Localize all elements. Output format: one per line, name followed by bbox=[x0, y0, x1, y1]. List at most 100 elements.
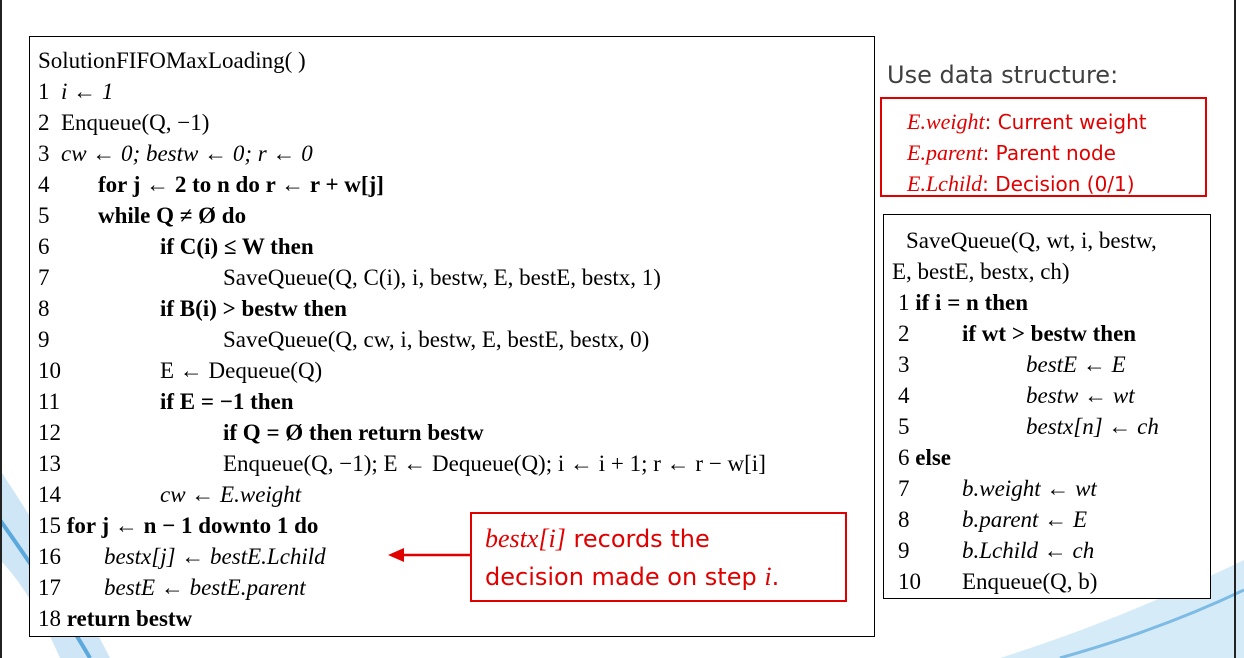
line-number: 5 bbox=[898, 414, 910, 439]
line-code: SaveQueue(Q, C(i), i, bestw, E, bestE, b… bbox=[223, 265, 661, 290]
algo-line-9: 9 SaveQueue(Q, cw, i, bestw, E, bestE, b… bbox=[38, 326, 649, 354]
algo-line-3: 3 cw ← 0; bestw ← 0; r ← 0 bbox=[38, 140, 313, 168]
algo-line-4: 4 for j ← 2 to n do r ← r + w[j] bbox=[38, 171, 384, 199]
line-code: return bestw bbox=[66, 606, 193, 631]
ds-field: E.weight bbox=[907, 109, 985, 134]
line-number: 3 bbox=[898, 352, 910, 377]
savequeue-header-1: SaveQueue(Q, wt, i, bestw, bbox=[906, 228, 1157, 253]
line-code: i ← 1 bbox=[61, 79, 114, 104]
callout-end: . bbox=[771, 563, 780, 591]
line-number: 5 bbox=[38, 203, 50, 228]
slide-left-edge bbox=[0, 0, 2, 658]
sq-line-6: 6 else bbox=[898, 444, 951, 472]
algo-line-18: 18 return bestw bbox=[38, 605, 192, 633]
algo-line-15: 15 for j ← n − 1 downto 1 do bbox=[38, 512, 318, 540]
line-code: Enqueue(Q, b) bbox=[962, 569, 1098, 594]
line-code: bestx[n] ← ch bbox=[1026, 414, 1159, 439]
slide-right-edge bbox=[1234, 0, 1236, 658]
line-number: 6 bbox=[38, 234, 50, 259]
callout-math: bestx[i] bbox=[485, 524, 566, 553]
line-number: 7 bbox=[898, 476, 910, 501]
line-code: if Q = Ø then return bestw bbox=[223, 420, 484, 445]
line-number: 16 bbox=[38, 544, 61, 569]
sq-line-10: 10 Enqueue(Q, b) bbox=[898, 568, 1097, 596]
line-code: b.parent ← E bbox=[962, 507, 1087, 532]
line-code: bestx[j] ← bestE.Lchild bbox=[104, 544, 326, 569]
line-code: SaveQueue(Q, cw, i, bestw, E, bestE, bes… bbox=[223, 327, 650, 352]
algo-line-13: 13 Enqueue(Q, −1); E ← Dequeue(Q); i ← i… bbox=[38, 450, 766, 478]
line-code: Enqueue(Q, −1) bbox=[61, 110, 210, 135]
line-code: if wt > bestw then bbox=[962, 321, 1137, 346]
ds-field: E.Lchild bbox=[907, 171, 983, 196]
line-number: 10 bbox=[38, 358, 61, 383]
line-number: 7 bbox=[38, 265, 50, 290]
algo-line-16: 16 bestx[j] ← bestE.Lchild bbox=[38, 543, 326, 571]
callout-text: decision made on step bbox=[485, 563, 765, 591]
sq-line-3: 3 bestE ← E bbox=[898, 351, 1126, 379]
line-number: 1 bbox=[898, 290, 910, 315]
line-number: 14 bbox=[38, 482, 61, 507]
line-number: 2 bbox=[38, 110, 50, 135]
ds-item-weight: E.weight: Current weight bbox=[907, 108, 1147, 136]
sq-line-1: 1 if i = n then bbox=[898, 289, 1028, 317]
line-number: 10 bbox=[898, 569, 921, 594]
line-code: if B(i) > bestw then bbox=[160, 296, 347, 321]
callout-line-2: decision made on step i. bbox=[485, 562, 779, 592]
line-number: 8 bbox=[898, 507, 910, 532]
sq-line-2: 2 if wt > bestw then bbox=[898, 320, 1136, 348]
line-code: for j ← n − 1 downto 1 do bbox=[66, 513, 319, 538]
line-code: b.Lchild ← ch bbox=[962, 538, 1095, 563]
line-number: 9 bbox=[38, 327, 50, 352]
line-code: bestw ← wt bbox=[1026, 383, 1135, 408]
line-code: cw ← E.weight bbox=[160, 482, 302, 507]
ds-desc: : Current weight bbox=[984, 110, 1147, 134]
savequeue-header-2: E, bestE, bestx, ch) bbox=[892, 259, 1070, 284]
data-structure-box: E.weight: Current weight E.parent: Paren… bbox=[880, 97, 1207, 197]
line-number: 17 bbox=[38, 575, 61, 600]
callout-arrow bbox=[388, 548, 472, 562]
line-number: 1 bbox=[38, 79, 50, 104]
sq-line-7: 7 b.weight ← wt bbox=[898, 475, 1097, 503]
line-code: if i = n then bbox=[915, 290, 1029, 315]
sq-line-9: 9 b.Lchild ← ch bbox=[898, 537, 1094, 565]
algo-line-11: 11 if E = −1 then bbox=[38, 388, 294, 416]
sq-line-5: 5 bestx[n] ← ch bbox=[898, 413, 1159, 441]
ds-desc: : Parent node bbox=[982, 141, 1116, 165]
line-code: cw ← 0; bestw ← 0; r ← 0 bbox=[61, 141, 313, 166]
algo-line-14: 14 cw ← E.weight bbox=[38, 481, 301, 509]
line-code: if C(i) ≤ W then bbox=[160, 234, 314, 259]
algo-line-8: 8 if B(i) > bestw then bbox=[38, 295, 347, 323]
ds-desc: : Decision (0/1) bbox=[982, 172, 1135, 196]
ds-field: E.parent bbox=[907, 140, 983, 165]
line-code: bestE ← bestE.parent bbox=[104, 575, 306, 600]
line-code: E ← Dequeue(Q) bbox=[160, 358, 323, 383]
line-number: 8 bbox=[38, 296, 50, 321]
line-number: 11 bbox=[38, 389, 61, 414]
line-code: else bbox=[915, 445, 952, 470]
line-number: 15 bbox=[38, 513, 61, 538]
line-code: b.weight ← wt bbox=[962, 476, 1097, 501]
algo-line-12: 12 if Q = Ø then return bestw bbox=[38, 419, 484, 447]
line-code: if E = −1 then bbox=[160, 389, 294, 414]
sq-line-4: 4 bestw ← wt bbox=[898, 382, 1135, 410]
line-number: 18 bbox=[38, 606, 61, 631]
line-number: 3 bbox=[38, 141, 50, 166]
line-number: 9 bbox=[898, 538, 910, 563]
line-code: while Q ≠ Ø do bbox=[98, 203, 247, 228]
line-number: 2 bbox=[898, 321, 910, 346]
algorithm-title: SolutionFIFOMaxLoading( ) bbox=[38, 48, 306, 73]
line-number: 6 bbox=[898, 445, 910, 470]
callout-box: bestx[i] records the decision made on st… bbox=[470, 512, 847, 602]
line-code: bestE ← E bbox=[1026, 352, 1126, 377]
callout-text: records the bbox=[565, 525, 710, 553]
ds-item-parent: E.parent: Parent node bbox=[907, 139, 1116, 167]
callout-math: i bbox=[764, 562, 772, 591]
algo-line-6: 6 if C(i) ≤ W then bbox=[38, 233, 314, 261]
line-code: for j ← 2 to n do r ← r + w[j] bbox=[98, 172, 384, 197]
ds-item-lchild: E.Lchild: Decision (0/1) bbox=[907, 170, 1135, 198]
algo-line-2: 2 Enqueue(Q, −1) bbox=[38, 109, 209, 137]
savequeue-box: SaveQueue(Q, wt, i, bestw, E, bestE, bes… bbox=[883, 214, 1211, 599]
algo-line-17: 17 bestE ← bestE.parent bbox=[38, 574, 306, 602]
line-code: Enqueue(Q, −1); E ← Dequeue(Q); i ← i + … bbox=[223, 451, 766, 476]
line-number: 4 bbox=[38, 172, 50, 197]
